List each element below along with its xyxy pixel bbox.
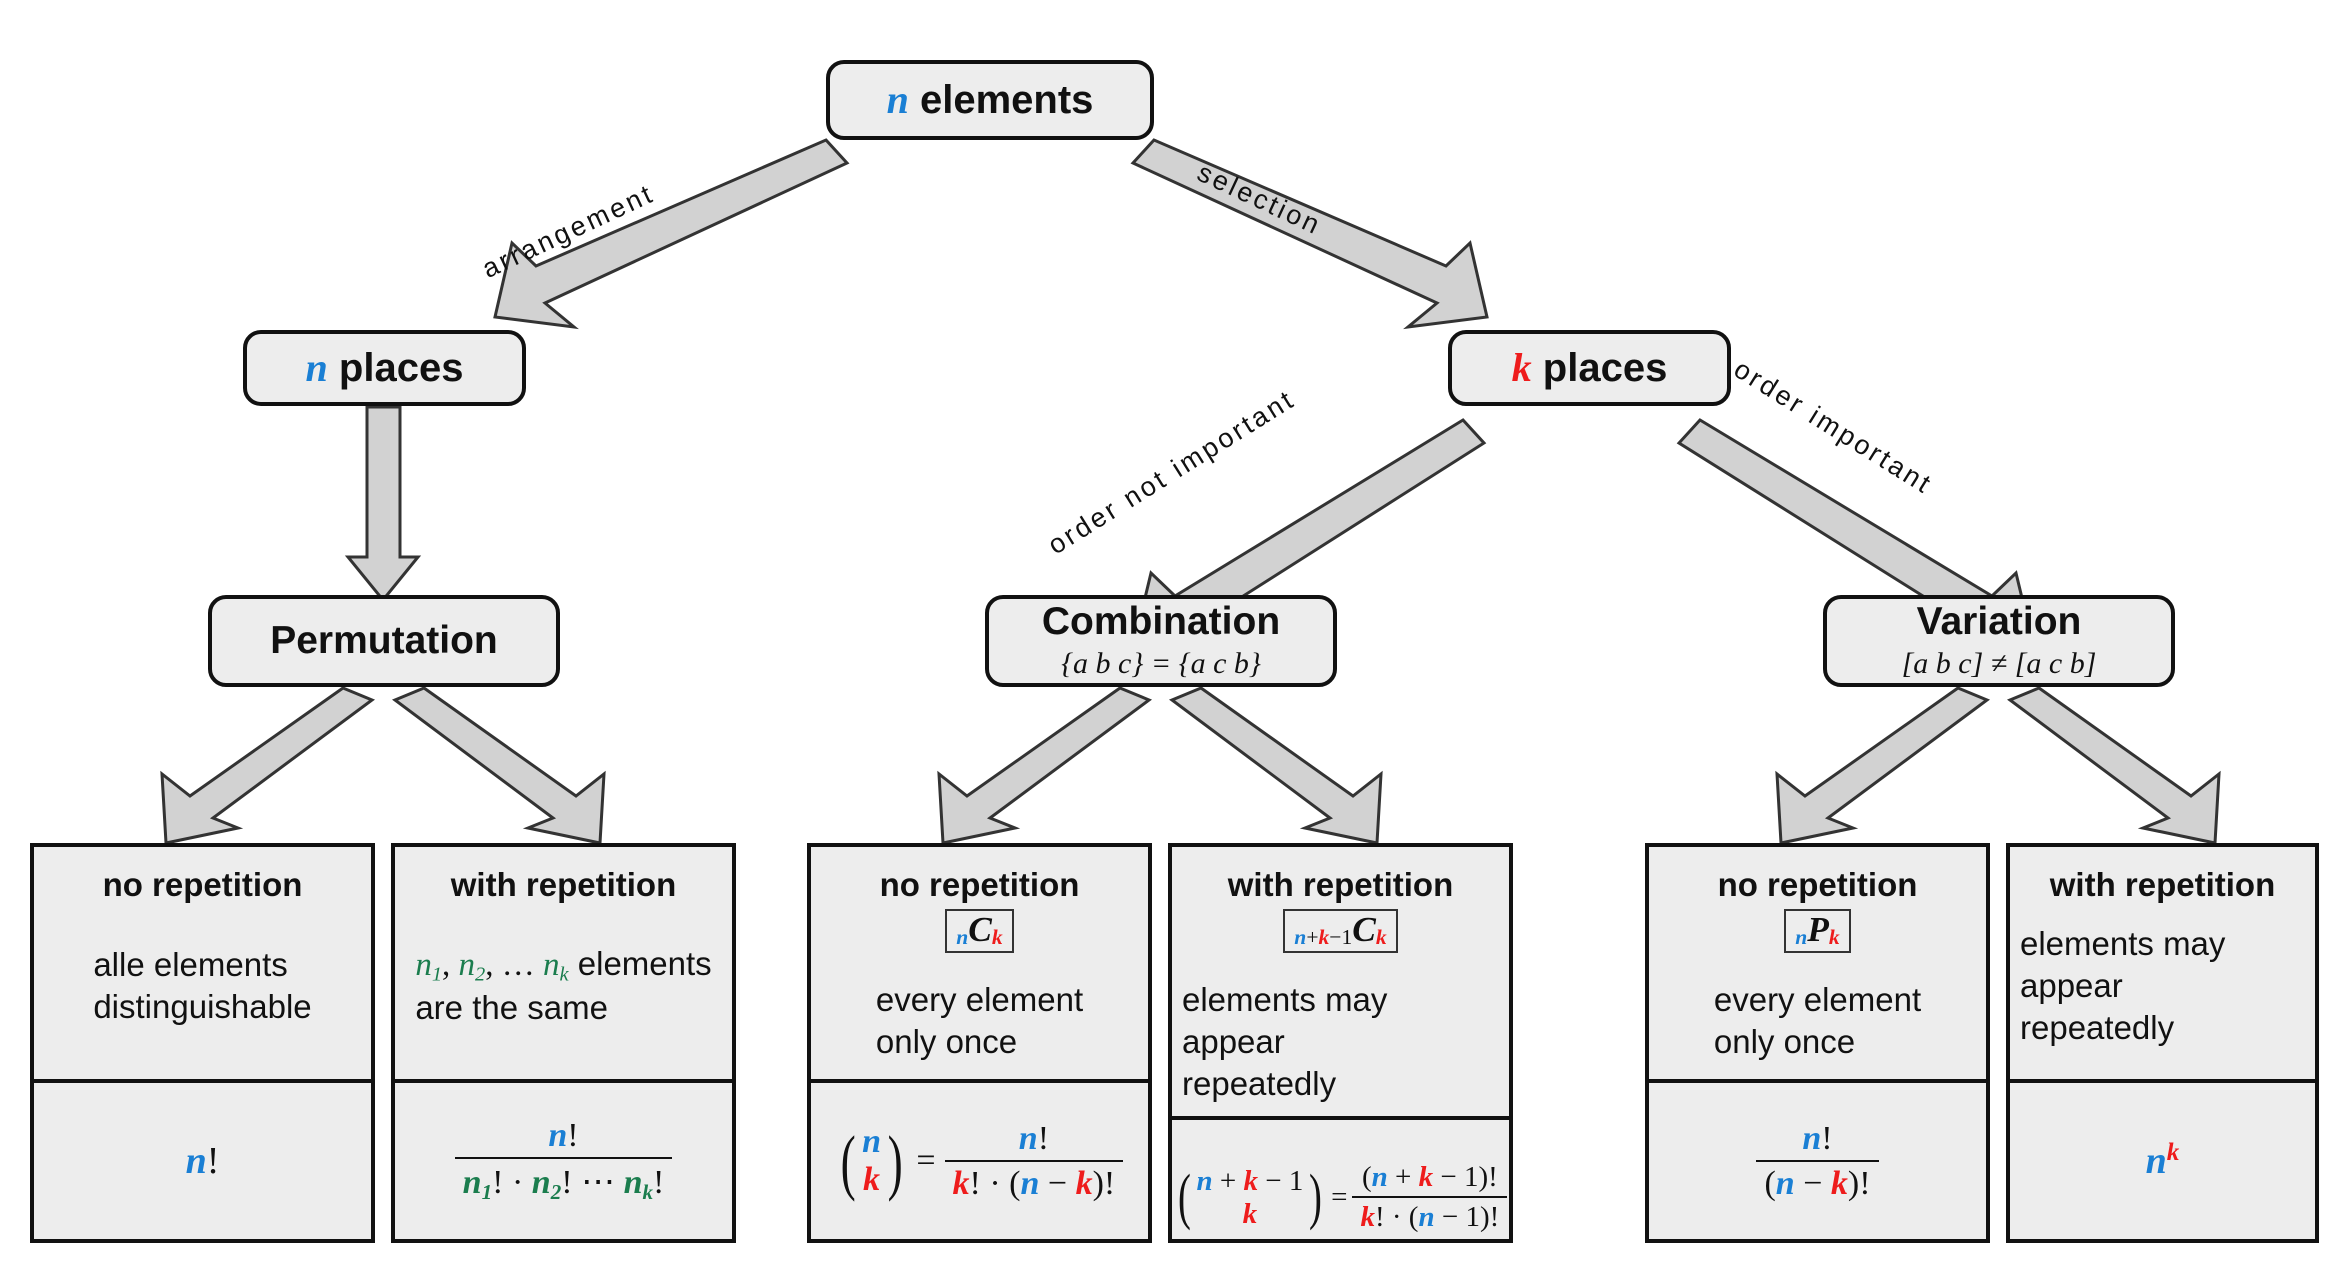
- leaf-desc-line2: repeatedly: [1182, 1065, 1337, 1103]
- leaf-desc-line1: every element: [875, 980, 1084, 1018]
- formula-variation-no-repetition: n! (n − k)!: [1756, 1120, 1879, 1203]
- formula-n-power-k: nk: [2145, 1138, 2180, 1183]
- node-permutation[interactable]: Permutation: [208, 595, 560, 687]
- leaf-title: with repetition: [2049, 866, 2276, 903]
- edge-var-right-arrow: [2006, 686, 2221, 845]
- leaf-title: no repetition: [102, 866, 303, 903]
- node-n-places[interactable]: n places: [243, 330, 526, 406]
- leaf-upper: with repetition n+k−1Ck elements may app…: [1172, 847, 1509, 1116]
- leaf-description: elements may appear repeatedly: [2020, 923, 2305, 1050]
- notation-n-plus-k-minus-1-C-k: n+k−1Ck: [1283, 909, 1398, 953]
- leaf-title: no repetition: [879, 866, 1080, 903]
- leaf-combination-no-repetition[interactable]: no repetition nCk every element only onc…: [807, 843, 1152, 1243]
- leaf-variation-with-repetition[interactable]: with repetition elements may appear repe…: [2006, 843, 2319, 1243]
- leaf-formula: ( n + k − 1 k ) = (n + k − 1)! k! · (n −…: [1172, 1115, 1509, 1276]
- notation-nPk: nPk: [1784, 909, 1851, 953]
- variable-k: k: [1511, 345, 1532, 390]
- node-permutation-label: Permutation: [270, 618, 498, 662]
- edge-selection-arrow: [1130, 138, 1489, 330]
- edge-perm-right-arrow: [391, 686, 606, 845]
- notation-nCk: nCk: [945, 909, 1014, 953]
- leaf-title: with repetition: [450, 866, 677, 903]
- leaf-upper: no repetition nCk every element only onc…: [811, 847, 1148, 1079]
- node-n-elements-label: n elements: [886, 77, 1094, 122]
- edge-arrangement-arrow: [493, 138, 850, 330]
- leaf-desc-line1: elements may appear: [2020, 924, 2226, 1005]
- edge-comb-right-arrow: [1168, 686, 1383, 845]
- leaf-permutation-with-repetition[interactable]: with repetition n1, n2, … nk elements ar…: [391, 843, 736, 1243]
- edge-var-left-arrow: [1775, 686, 1991, 845]
- node-variation-example: [a b c] ≠ [a c b]: [1901, 646, 2097, 680]
- leaf-upper: no repetition nPk every element only onc…: [1649, 847, 1986, 1079]
- leaf-combination-with-repetition[interactable]: with repetition n+k−1Ck elements may app…: [1168, 843, 1513, 1243]
- leaf-description: n1, n2, … nk elements are the same: [415, 943, 711, 1030]
- leaf-title: no repetition: [1717, 866, 1918, 903]
- node-k-places-label: k places: [1511, 345, 1668, 390]
- node-variation-label: Variation: [1916, 600, 2082, 644]
- formula-binomial-n-plus-k-minus-1: ( n + k − 1 k ) = (n + k − 1)! k! · (n −…: [1174, 1161, 1508, 1234]
- formula-n-factorial: n!: [185, 1140, 220, 1182]
- leaf-description: every element only once: [1714, 979, 1921, 1063]
- edge-comb-left-arrow: [937, 686, 1153, 845]
- leaf-desc-line1: every element: [1713, 980, 1922, 1018]
- leaf-permutation-no-repetition[interactable]: no repetition alle elements distinguisha…: [30, 843, 375, 1243]
- node-k-places[interactable]: k places: [1448, 330, 1731, 406]
- leaf-description: alle elements distinguishable: [93, 944, 311, 1028]
- leaf-upper: no repetition alle elements distinguisha…: [34, 847, 371, 1079]
- node-combination-example: {a b c} = {a c b}: [1061, 646, 1261, 680]
- leaf-desc-line1: alle elements: [93, 945, 288, 983]
- leaf-desc-line2: only once: [875, 1023, 1018, 1061]
- node-variation[interactable]: Variation [a b c] ≠ [a c b]: [1823, 595, 2175, 687]
- leaf-formula: n! n1! · n2! ⋯ nk!: [395, 1079, 732, 1239]
- formula-multiset-permutation: n! n1! · n2! ⋯ nk!: [454, 1117, 673, 1205]
- leaf-desc-line2: are the same: [415, 989, 608, 1027]
- leaf-formula: n! (n − k)!: [1649, 1079, 1986, 1239]
- node-combination[interactable]: Combination {a b c} = {a c b}: [985, 595, 1337, 687]
- edge-permutation-arrow: [344, 405, 422, 603]
- leaf-formula: nk: [2010, 1079, 2315, 1239]
- node-n-elements[interactable]: n elements: [826, 60, 1154, 140]
- variable-n: n: [886, 77, 909, 122]
- leaf-formula: ( n k ) = n! k! · (n − k)!: [811, 1079, 1148, 1239]
- leaf-formula: n!: [34, 1079, 371, 1239]
- edge-perm-left-arrow: [160, 686, 376, 845]
- leaf-variation-no-repetition[interactable]: no repetition nPk every element only onc…: [1645, 843, 1990, 1243]
- leaf-desc-line2: repeatedly: [2020, 1009, 2175, 1047]
- leaf-upper: with repetition elements may appear repe…: [2010, 847, 2315, 1079]
- leaf-description: elements may appear repeatedly: [1182, 979, 1499, 1106]
- leaf-upper: with repetition n1, n2, … nk elements ar…: [395, 847, 732, 1079]
- formula-binomial-nk: ( n k ) = n! k! · (n − k)!: [836, 1120, 1124, 1203]
- leaf-desc-line2: distinguishable: [93, 988, 312, 1026]
- leaf-title: with repetition: [1227, 866, 1454, 903]
- leaf-desc-line2: only once: [1713, 1023, 1856, 1061]
- leaf-desc-line1: elements may appear: [1182, 980, 1388, 1061]
- leaf-description: every element only once: [876, 979, 1083, 1063]
- node-n-places-label: n places: [305, 345, 464, 390]
- variable-n: n: [305, 345, 328, 390]
- node-combination-label: Combination: [1041, 600, 1281, 644]
- leaf-desc-line1: n1, n2, … nk elements: [415, 944, 712, 986]
